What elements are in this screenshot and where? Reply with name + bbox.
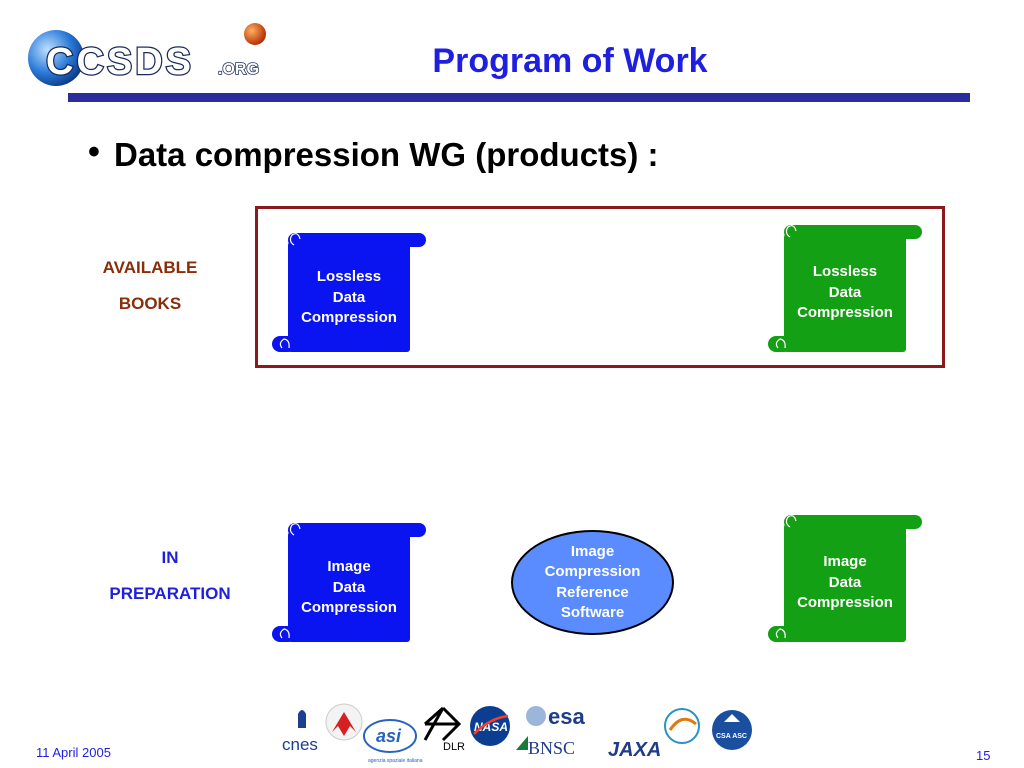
esa-logo: esa [526, 704, 585, 729]
prep-label-line2: PREPARATION [109, 584, 231, 603]
scroll-icon [768, 225, 922, 352]
bullet-point: • [88, 133, 100, 171]
slide-title: Program of Work [432, 42, 708, 80]
nasa-logo: NASA [470, 706, 510, 746]
ellipse-line2: Compression [544, 563, 641, 580]
footer-date: 11 April 2005 [36, 745, 111, 760]
page-number: 15 [976, 748, 991, 763]
available-label-line1: AVAILABLE [102, 258, 198, 277]
ellipse-line3: Reference [556, 583, 629, 601]
mars-icon [244, 23, 266, 45]
scroll-line1: Image [327, 558, 371, 575]
asi-caption: agenzia spaziale italiana [368, 758, 423, 764]
csa-text: CSA ASC [716, 733, 747, 740]
scroll-icon [272, 523, 426, 642]
cnes-text: cnes [282, 735, 318, 754]
scroll-line2: Data [332, 578, 366, 596]
asi-text: asi [376, 726, 402, 746]
cnes-logo: cnes [282, 710, 318, 754]
blue-book-image-data-compression: Image Data Compression [272, 520, 432, 660]
available-label-line2: BOOKS [118, 294, 182, 313]
scroll-line2: Data [828, 283, 862, 301]
roscosmos-logo [325, 703, 363, 741]
scroll-icon [768, 515, 922, 642]
logo-text: CCSDS [46, 41, 194, 83]
scroll-line1: Lossless [316, 268, 382, 285]
scroll-line3: Compression [797, 594, 893, 611]
prep-label-line1: IN [161, 548, 179, 567]
esa-text: esa [548, 704, 585, 729]
agency-logos-strip: cnes asi agenzia spaziale italiana DLR N… [282, 703, 752, 764]
scroll-line3: Compression [301, 599, 397, 616]
scroll-icon [272, 233, 426, 352]
scroll-line2: Data [828, 573, 862, 591]
ellipse-line1: Image [570, 542, 615, 560]
scroll-line3: Compression [301, 309, 397, 326]
ccsds-logo: CCSDS .ORG [28, 23, 266, 86]
jaxa-logo: JAXA [608, 739, 661, 761]
scroll-line1: Image [823, 553, 867, 570]
scroll-line3: Compression [797, 304, 893, 321]
ellipse-line4: Software [560, 604, 625, 621]
title-underline [68, 93, 970, 102]
nivr-logo [664, 708, 700, 744]
logo-suffix: .ORG [218, 61, 259, 78]
dlr-logo: DLR [423, 706, 465, 753]
bullet-heading: Data compression WG (products) : [114, 136, 659, 173]
earth-globe-icon [28, 30, 84, 86]
jaxa-text: JAXA [608, 739, 661, 761]
nasa-text: NASA [474, 720, 508, 734]
bnsc-logo: BNSC [516, 736, 575, 758]
dlr-text: DLR [443, 741, 465, 753]
blue-book-lossless-data-compression: Lossless Data Compression [272, 230, 432, 370]
in-preparation-label: IN PREPARATION [95, 540, 245, 612]
available-books-box [255, 206, 945, 368]
scroll-line1: Lossless [812, 263, 878, 280]
available-books-label: AVAILABLE BOOKS [80, 250, 220, 322]
reference-software-ellipse: Image Compression Reference Software [511, 530, 674, 635]
green-book-lossless-data-compression: Lossless Data Compression [768, 222, 928, 362]
asi-logo: asi agenzia spaziale italiana [363, 719, 423, 764]
green-book-image-data-compression: Image Data Compression [768, 512, 928, 652]
bnsc-text: BNSC [528, 738, 575, 758]
scroll-line2: Data [332, 288, 366, 306]
csa-logo: CSA ASC [712, 710, 752, 750]
